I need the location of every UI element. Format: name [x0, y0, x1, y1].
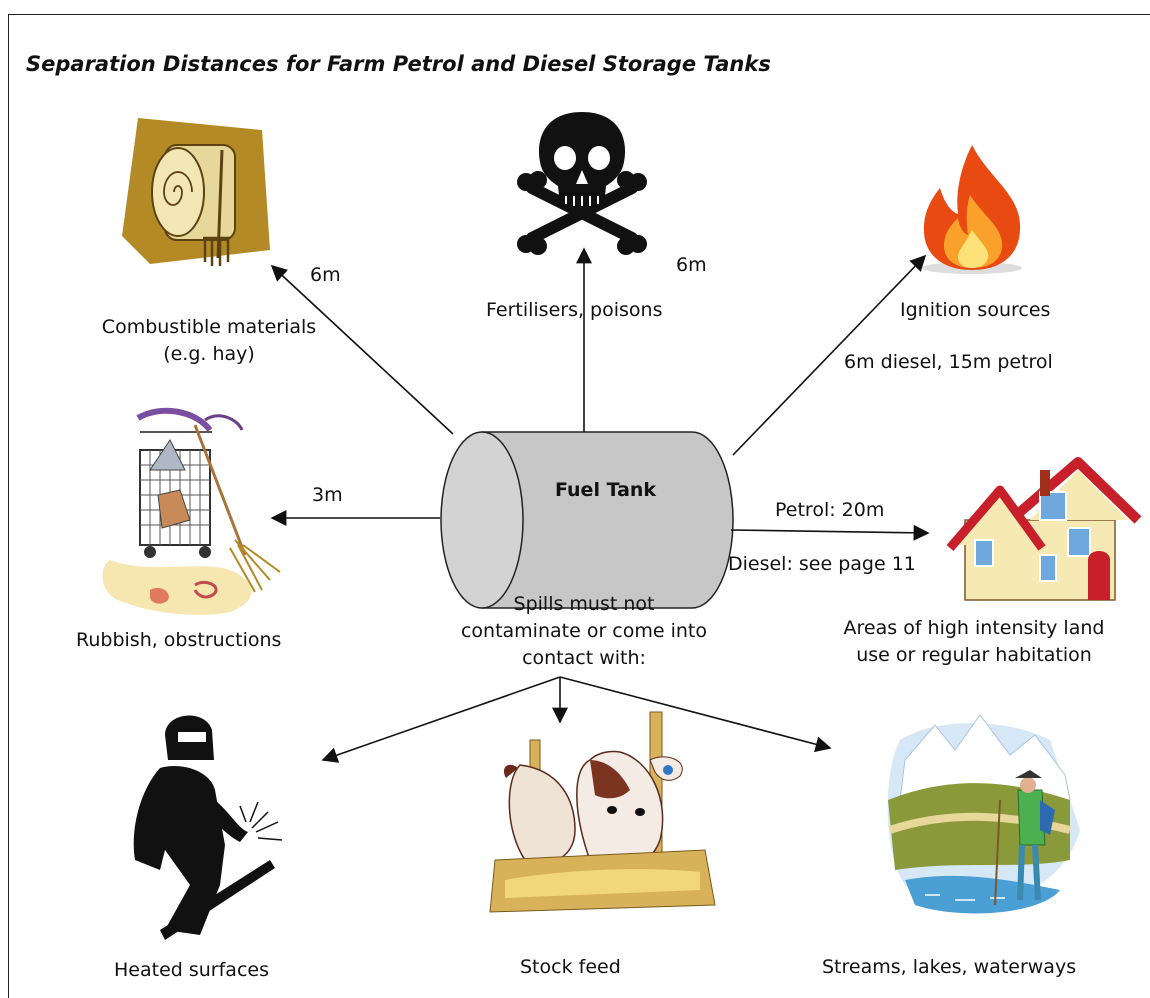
cows-icon [489, 711, 716, 913]
fuel-tank-label: Fuel Tank [555, 479, 657, 501]
ignition-distance: 6m diesel, 15m petrol [844, 351, 1053, 373]
welder-icon [133, 715, 283, 940]
house-icon [946, 457, 1142, 601]
rubbish-label: Rubbish, obstructions [76, 629, 282, 651]
habitation-label-line2: use or regular habitation [856, 644, 1092, 666]
arrow-to-streams [559, 676, 832, 753]
combustible-label-line1: Combustible materials [101, 316, 317, 338]
hay-bale-icon [122, 118, 270, 266]
rubbish-distance: 3m [312, 484, 343, 506]
flame-icon [922, 145, 1022, 274]
ignition-label: Ignition sources [900, 299, 1051, 321]
hiker-stream-icon [887, 714, 1080, 914]
habitation-petrol-distance: Petrol: 20m [775, 499, 885, 521]
diagram-frame [8, 14, 1150, 998]
diagram-title: Separation Distances for Farm Petrol and… [26, 52, 771, 76]
combustible-distance: 6m [310, 264, 341, 286]
habitation-label-line1: Areas of high intensity land [843, 617, 1105, 639]
spill-note-line2: contaminate or come into [460, 620, 708, 642]
spill-note-line1: Spills must not [513, 593, 655, 615]
arrow-to-heated [321, 676, 561, 763]
spill-note-line3: contact with: [522, 647, 646, 669]
habitation-diesel-distance: Diesel: see page 11 [728, 553, 916, 575]
arrow-to-habitation [730, 524, 930, 541]
streams-label: Streams, lakes, waterways [822, 956, 1077, 978]
stock-feed-label: Stock feed [520, 956, 621, 978]
fertilisers-label: Fertilisers, poisons [486, 299, 663, 321]
heated-surfaces-label: Heated surfaces [114, 959, 269, 981]
arrow-to-combustible [270, 264, 454, 435]
fertilisers-distance: 6m [676, 254, 707, 276]
rubbish-cart-icon [102, 407, 281, 615]
arrow-to-ignition [732, 254, 927, 456]
skull-crossbones-icon [517, 112, 647, 255]
combustible-label-line2: (e.g. hay) [163, 343, 255, 365]
fuel-tank-icon [440, 431, 734, 609]
